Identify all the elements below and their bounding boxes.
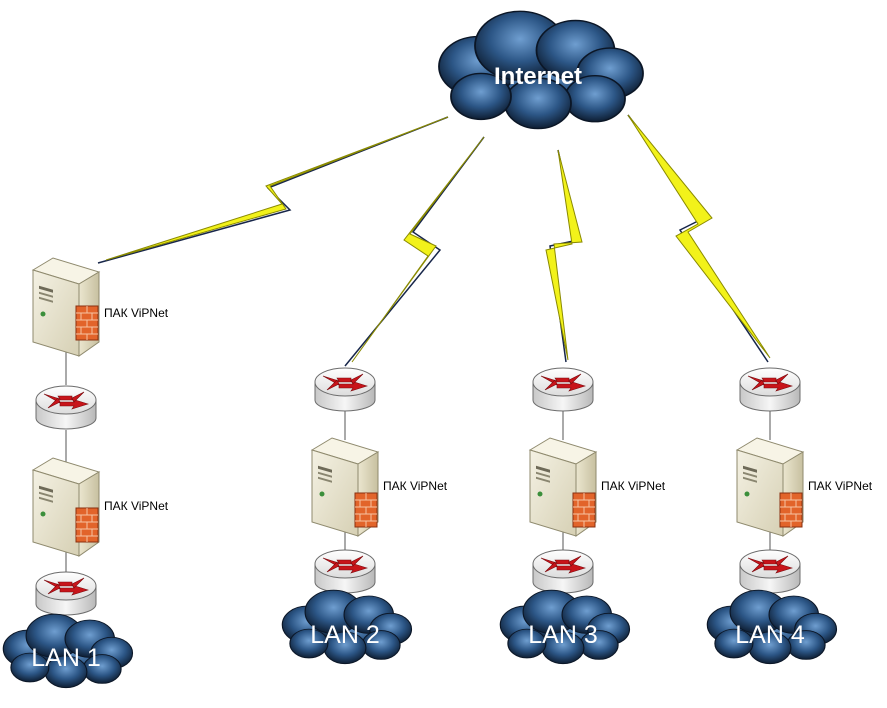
router-icon <box>35 571 97 616</box>
vipnet-label: ПАК ViPNet <box>808 479 873 493</box>
firewall-brick-icon <box>572 492 596 528</box>
firewall-brick-icon <box>779 492 803 528</box>
vipnet-label: ПАК ViPNet <box>104 499 169 513</box>
vipnet-label: ПАК ViPNet <box>383 479 448 493</box>
router-icon <box>532 367 594 412</box>
lan-label: LAN 3 <box>528 621 597 649</box>
branch-lan-4: ПАК ViPNet LAN 4 <box>706 367 873 665</box>
vipnet-label: ПАК ViPNet <box>104 306 169 320</box>
lan-label: LAN 4 <box>735 621 805 649</box>
lan-connectors <box>65 345 771 575</box>
branch-lan-3: ПАК ViPNet LAN 3 <box>499 367 666 665</box>
router-icon <box>739 549 801 594</box>
lan-label: LAN 1 <box>31 644 100 672</box>
firewall-brick-icon <box>75 507 99 543</box>
router-icon <box>739 367 801 412</box>
firewall-brick-icon <box>75 305 99 341</box>
lan-label: LAN 2 <box>310 621 379 649</box>
branch-lan-1: ПАК ViPNet ПАК ViPNet LAN 1 <box>2 257 169 689</box>
router-icon <box>532 549 594 594</box>
router-icon <box>35 385 97 430</box>
router-icon <box>314 549 376 594</box>
branch-lan-2: ПАК ViPNet LAN 2 <box>281 367 448 665</box>
vipnet-label: ПАК ViPNet <box>601 479 666 493</box>
lightning-link-icon <box>344 136 485 367</box>
wan-links <box>97 114 771 367</box>
router-icon <box>314 367 376 412</box>
firewall-brick-icon <box>354 492 378 528</box>
internet-label: Internet <box>494 63 582 90</box>
